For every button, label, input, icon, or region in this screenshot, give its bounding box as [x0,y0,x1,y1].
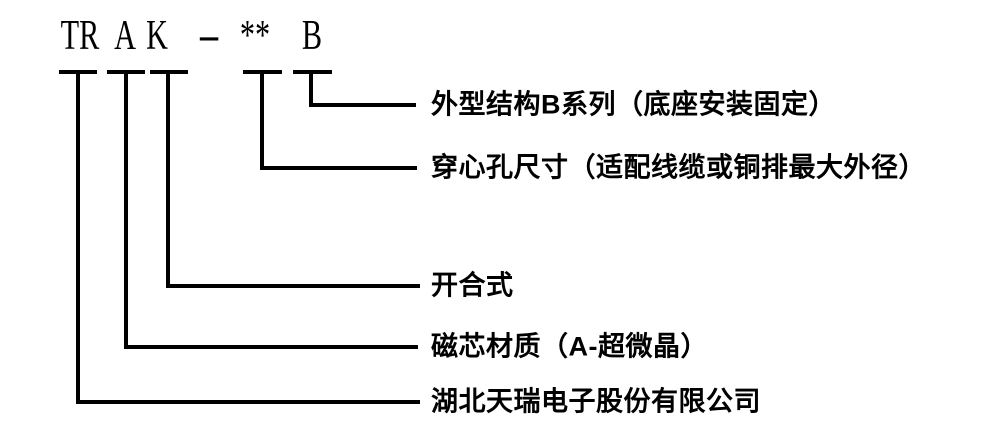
branch-label-structure-series: 外型结构B系列（底座安装固定） [431,89,836,120]
branch-label-aperture-size: 穿心孔尺寸（适配线缆或铜排最大外径） [431,152,926,183]
model-code-token-tr: TR [60,13,100,59]
connector-vertical-line [124,70,128,349]
connector-vertical-line [309,70,313,107]
connector-vertical-line [260,70,264,170]
connector-horizontal-line [124,345,418,349]
model-code-token-b: B [301,13,323,59]
connector-horizontal-line [76,400,420,404]
connector-horizontal-line [260,166,417,170]
connector-horizontal-line [166,284,420,288]
model-code-token-dash: - [197,13,221,59]
branch-label-split-core: 开合式 [431,270,514,301]
model-code-token-a: A [114,13,136,59]
connector-horizontal-line [309,103,416,107]
model-code-token-k: K [146,13,168,59]
branch-label-company-name: 湖北天瑞电子股份有限公司 [431,386,761,417]
connector-vertical-line [76,70,80,404]
model-code-token-asterisks: ** [239,13,271,59]
branch-label-core-material: 磁芯材质（A-超微晶） [431,331,708,362]
connector-vertical-line [166,70,170,288]
